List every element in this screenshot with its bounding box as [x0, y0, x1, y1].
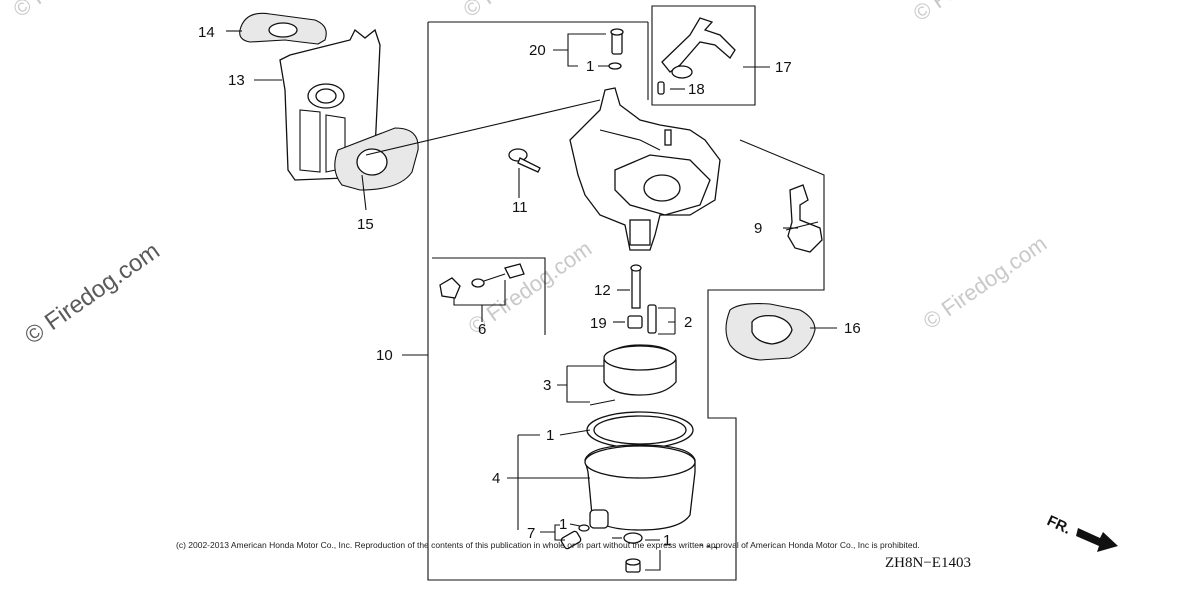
- callout-1-bottom: 1: [663, 532, 671, 549]
- part-6-pilot-screw: [439, 263, 525, 299]
- part-12-nozzle: [630, 264, 642, 309]
- part-14-gasket: [239, 12, 327, 45]
- callout-16: 16: [844, 320, 861, 337]
- diagram-code: ZH8N−E1403: [885, 555, 971, 571]
- callout-15: 15: [357, 216, 374, 233]
- part-3-float: [589, 344, 677, 406]
- part-9-choke-valve: [785, 184, 823, 253]
- callout-2: 2: [684, 314, 692, 331]
- choke-lever-box: [651, 5, 756, 106]
- watermark-left: © Firedog.com: [20, 237, 165, 350]
- carburetor-body: [569, 87, 721, 251]
- bolt-bottom: [625, 558, 641, 573]
- part-1-oring: [586, 411, 694, 449]
- part-2-float-valve: [647, 304, 657, 334]
- dashed-guide: [699, 544, 721, 549]
- callout-3: 3: [543, 377, 551, 394]
- callout-9: 9: [754, 220, 762, 237]
- callout-1-drain: 1: [559, 516, 567, 533]
- part-19-main-jet: [627, 315, 643, 329]
- callout-19: 19: [590, 315, 607, 332]
- watermark-right: © Firedog.com: [919, 231, 1052, 334]
- callout-10: 10: [376, 347, 393, 364]
- callout-12: 12: [594, 282, 611, 299]
- part-13-bracket: [279, 28, 381, 181]
- callout-18: 18: [688, 81, 705, 98]
- leader-lines: [226, 30, 837, 571]
- direction-arrow-icon: [1076, 528, 1118, 552]
- callout-14: 14: [198, 24, 215, 41]
- callout-13: 13: [228, 72, 245, 89]
- front-direction-arrow: FR.: [1044, 512, 1118, 552]
- callout-1-top: 1: [586, 58, 594, 75]
- pilot-screw-box: [432, 257, 546, 335]
- direction-label: FR.: [1044, 512, 1073, 538]
- watermark-top-center: © Firedog.com: [459, 0, 592, 22]
- callout-11: 11: [512, 199, 528, 216]
- part-4-float-chamber: [584, 444, 696, 531]
- part-7-drain-screw: [560, 524, 590, 550]
- callout-17: 17: [775, 59, 792, 76]
- part-17-choke-lever: [661, 17, 736, 79]
- part-18-spring: [657, 81, 665, 95]
- callout-6: 6: [478, 321, 486, 338]
- part-1-washer-top: [608, 62, 622, 70]
- part-20-screw: [610, 28, 624, 55]
- copyright-notice: (c) 2002-2013 American Honda Motor Co., …: [176, 540, 920, 550]
- callout-1-oring: 1: [546, 427, 554, 444]
- part-1-washer-bottom: [623, 532, 643, 544]
- watermark-top-left: © Firedog.com: [9, 0, 142, 22]
- part-11-screw: [508, 148, 541, 173]
- callout-20: 20: [529, 42, 546, 59]
- assembly-outline: [427, 21, 825, 581]
- part-15-gasket: [334, 127, 419, 191]
- callout-4: 4: [492, 470, 500, 487]
- callout-7: 7: [527, 525, 535, 542]
- watermark-top-right: © Firedog.com: [909, 0, 1042, 26]
- part-16-gasket: [725, 303, 816, 361]
